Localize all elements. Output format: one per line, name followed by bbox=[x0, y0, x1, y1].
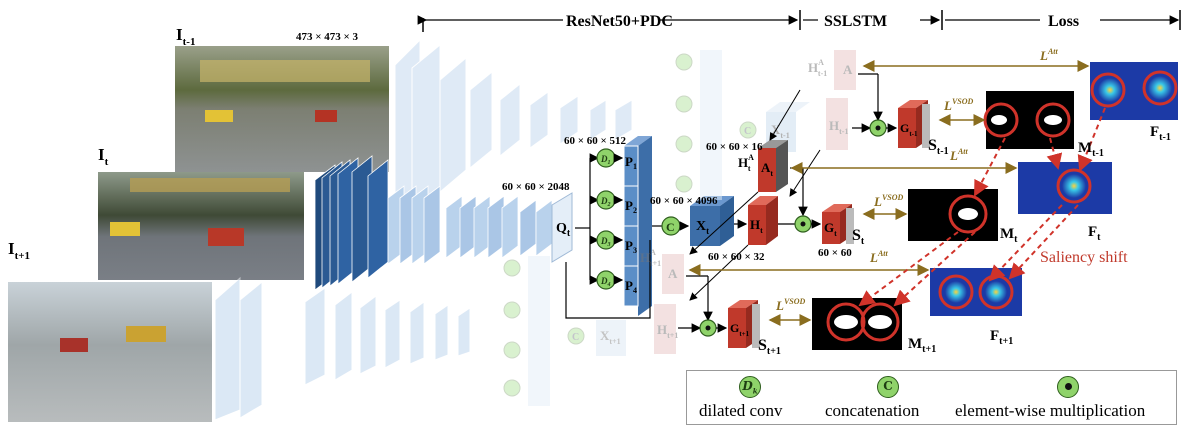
svg-text:60 × 60 × 2048: 60 × 60 × 2048 bbox=[502, 181, 570, 193]
svg-text:HAt-1: HAt-1 bbox=[808, 58, 827, 78]
concat-xt: C Xt bbox=[652, 196, 734, 246]
svg-text:ResNet50+PDC: ResNet50+PDC bbox=[566, 13, 673, 30]
svg-text:LAtt: LAtt bbox=[949, 147, 969, 163]
skip-connection bbox=[565, 240, 651, 319]
svg-text:60 × 60 × 512: 60 × 60 × 512 bbox=[564, 135, 627, 147]
q-block: Qt bbox=[551, 192, 573, 263]
element-wise-multiplication-icon bbox=[1057, 376, 1079, 398]
loss-labels: LAtt LVSOD LAtt LVSOD LAtt LVSOD bbox=[775, 47, 1059, 313]
svg-text:A: A bbox=[843, 62, 853, 77]
svg-text:D3: D3 bbox=[600, 236, 611, 248]
svg-text:Gt: Gt bbox=[824, 220, 837, 238]
fixation-cur bbox=[1018, 162, 1112, 214]
backbone-ghost-next bbox=[214, 276, 471, 421]
svg-text:60 × 60 × 32: 60 × 60 × 32 bbox=[708, 251, 765, 263]
dilated-conv-icon: Dk bbox=[739, 376, 761, 398]
saliency-shift-label: Saliency shift bbox=[1040, 249, 1128, 266]
svg-text:Gt-1: Gt-1 bbox=[900, 121, 918, 138]
backbone-ghost-prev bbox=[394, 38, 633, 227]
svg-text:P2: P2 bbox=[625, 198, 637, 215]
frame-cur-image bbox=[98, 172, 304, 280]
svg-text:Xt: Xt bbox=[696, 219, 709, 236]
svg-text:It-1: It-1 bbox=[176, 25, 195, 48]
mask-next bbox=[812, 298, 902, 350]
fixation-next bbox=[930, 268, 1022, 316]
q-label: Qt bbox=[556, 221, 571, 239]
svg-text:HAt+1: HAt+1 bbox=[640, 248, 661, 268]
p-blocks: P1 P2 P3 P4 bbox=[623, 136, 652, 316]
ghost-nodes: Xt-1 C Xt+1 C bbox=[503, 50, 810, 406]
svg-text:It+1: It+1 bbox=[8, 239, 30, 262]
legend-concat-label: concatenation bbox=[825, 401, 920, 420]
svg-text:LVSOD: LVSOD bbox=[943, 97, 974, 113]
legend-mult-label: element-wise multiplication bbox=[955, 401, 1146, 420]
svg-text:LAtt: LAtt bbox=[1039, 47, 1059, 63]
legend-dilated-label: dilated conv bbox=[699, 401, 783, 420]
svg-text:D4: D4 bbox=[600, 276, 611, 288]
svg-text:LVSOD: LVSOD bbox=[775, 297, 806, 313]
concatenation-icon: C bbox=[877, 376, 899, 398]
svg-text:Ft: Ft bbox=[1088, 224, 1101, 243]
svg-text:At: At bbox=[761, 160, 773, 178]
svg-text:Ft+1: Ft+1 bbox=[990, 328, 1013, 347]
svg-text:Mt: Mt bbox=[1000, 226, 1018, 245]
svg-text:A: A bbox=[668, 266, 678, 281]
output-labels: Mt-1 Ft-1 Mt Ft Mt+1 Ft+1 bbox=[908, 124, 1171, 355]
svg-text:60 × 60 × 16: 60 × 60 × 16 bbox=[706, 141, 763, 153]
svg-text:C: C bbox=[666, 220, 675, 234]
svg-text:P1: P1 bbox=[625, 154, 637, 171]
mask-cur bbox=[908, 189, 998, 241]
section-header bbox=[417, 10, 1181, 32]
svg-text:D1: D1 bbox=[600, 154, 611, 166]
svg-text:SSLSTM: SSLSTM bbox=[824, 13, 887, 30]
saliency-shift-arrows bbox=[858, 107, 1106, 307]
svg-text:60 × 60: 60 × 60 bbox=[818, 247, 852, 259]
dimension-labels: 60 × 60 × 2048 60 × 60 × 512 60 × 60 × 4… bbox=[502, 135, 852, 263]
svg-text:Ht-1: Ht-1 bbox=[829, 118, 848, 136]
svg-text:Ht+1: Ht+1 bbox=[657, 322, 678, 340]
pdc-branches: D1 D2 D3 D4 bbox=[575, 148, 624, 290]
svg-text:C: C bbox=[744, 126, 751, 137]
frame-next-image bbox=[8, 282, 212, 422]
svg-text:60 × 60 × 4096: 60 × 60 × 4096 bbox=[650, 195, 718, 207]
svg-text:Gt+1: Gt+1 bbox=[730, 321, 750, 338]
loss-arrows bbox=[688, 60, 1090, 326]
svg-text:St-1: St-1 bbox=[928, 137, 949, 157]
svg-text:St+1: St+1 bbox=[758, 337, 781, 357]
section-titles: ResNet50+PDC SSLSTM Loss bbox=[566, 13, 1079, 30]
svg-text:Mt-1: Mt-1 bbox=[1078, 140, 1104, 159]
svg-text:Ht: Ht bbox=[750, 217, 763, 235]
svg-text:LVSOD: LVSOD bbox=[873, 193, 904, 209]
backbone-main bbox=[314, 155, 573, 291]
mask-prev bbox=[983, 91, 1074, 149]
svg-text:D2: D2 bbox=[600, 196, 611, 208]
svg-text:Mt+1: Mt+1 bbox=[908, 336, 936, 355]
svg-text:Loss: Loss bbox=[1048, 13, 1079, 30]
legend: Dk dilated conv C concatenation element-… bbox=[686, 370, 1177, 425]
svg-text:P4: P4 bbox=[625, 278, 637, 295]
svg-text:HAt: HAt bbox=[738, 153, 754, 173]
svg-text:473 × 473 × 3: 473 × 473 × 3 bbox=[296, 31, 359, 43]
svg-text:Xt+1: Xt+1 bbox=[600, 328, 621, 346]
frame-labels: It-1 It It+1 473 × 473 × 3 bbox=[8, 25, 359, 262]
svg-text:It: It bbox=[98, 145, 109, 168]
svg-text:C: C bbox=[572, 332, 579, 343]
svg-text:P3: P3 bbox=[625, 238, 637, 255]
frame-prev-image bbox=[175, 46, 389, 172]
svg-text:LAtt: LAtt bbox=[869, 249, 889, 265]
svg-text:St: St bbox=[852, 227, 865, 247]
svg-text:Ft-1: Ft-1 bbox=[1150, 124, 1171, 143]
